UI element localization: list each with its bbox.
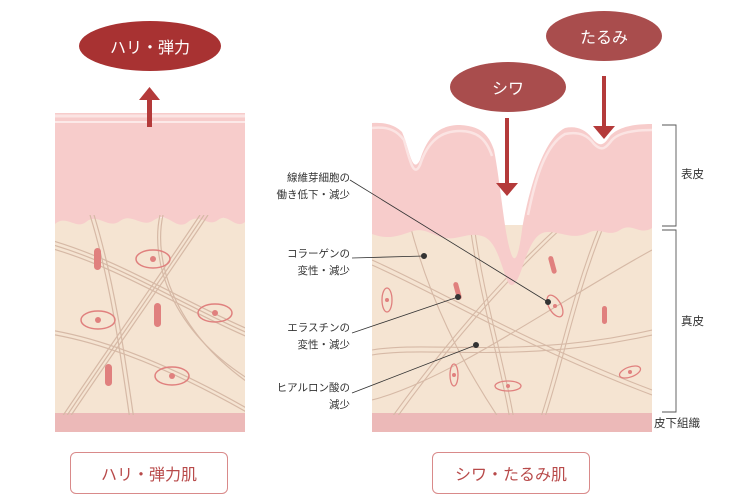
hyaluronic-annotation: ヒアルロン酸の 減少 (258, 380, 350, 414)
sag-arrow (593, 76, 615, 139)
firmness-bubble: ハリ・弾力 (79, 21, 221, 71)
fibroblast-line1: 線維芽細胞の (287, 172, 350, 184)
collagen-annotation: コラーゲンの 変性・減少 (258, 246, 350, 280)
layer-brackets (662, 124, 677, 413)
annotation-leaders (349, 179, 552, 394)
fibroblast-line2: 働き低下・減少 (276, 189, 351, 201)
right-epidermis (372, 122, 652, 286)
left-cells (80, 248, 233, 386)
wrinkle-bubble-label: シワ (491, 79, 524, 98)
hyaluronic-line1: ヒアルロン酸の (276, 382, 350, 394)
firmness-bubble-label: ハリ・弾力 (109, 38, 190, 57)
collagen-line1: コラーゲンの (287, 248, 350, 260)
right-subcutaneous (372, 413, 652, 432)
hyaluronic-line2: 減少 (329, 399, 350, 411)
elastin-line1: エラスチンの (287, 322, 350, 334)
dermis-label: 真皮 (681, 314, 704, 328)
left-fibers (55, 215, 245, 415)
collagen-line2: 変性・減少 (297, 265, 351, 277)
right-fibers (372, 225, 652, 415)
wrinkle-bubble: シワ (450, 62, 566, 112)
elastin-line2: 変性・減少 (297, 339, 351, 351)
sag-bubble: たるみ (546, 11, 662, 61)
aging-skin-caption-label: シワ・たるみ肌 (454, 465, 567, 484)
wrinkle-arrow (496, 118, 518, 196)
fibroblast-annotation: 線維芽細胞の 働き低下・減少 (258, 170, 351, 204)
sag-bubble-label: たるみ (579, 28, 628, 47)
left-up-arrow (139, 87, 160, 127)
right-skin-panel (349, 76, 677, 432)
subcutaneous-label: 皮下組織 (654, 416, 700, 430)
firm-skin-caption: ハリ・弾力肌 (70, 452, 228, 494)
elastin-annotation: エラスチンの 変性・減少 (258, 320, 350, 354)
left-subcutaneous (55, 413, 245, 432)
firm-skin-caption-label: ハリ・弾力肌 (100, 465, 197, 484)
aging-skin-caption: シワ・たるみ肌 (432, 452, 590, 494)
epidermis-label: 表皮 (681, 167, 704, 181)
left-epidermis (55, 113, 245, 225)
left-skin-panel (55, 87, 245, 432)
